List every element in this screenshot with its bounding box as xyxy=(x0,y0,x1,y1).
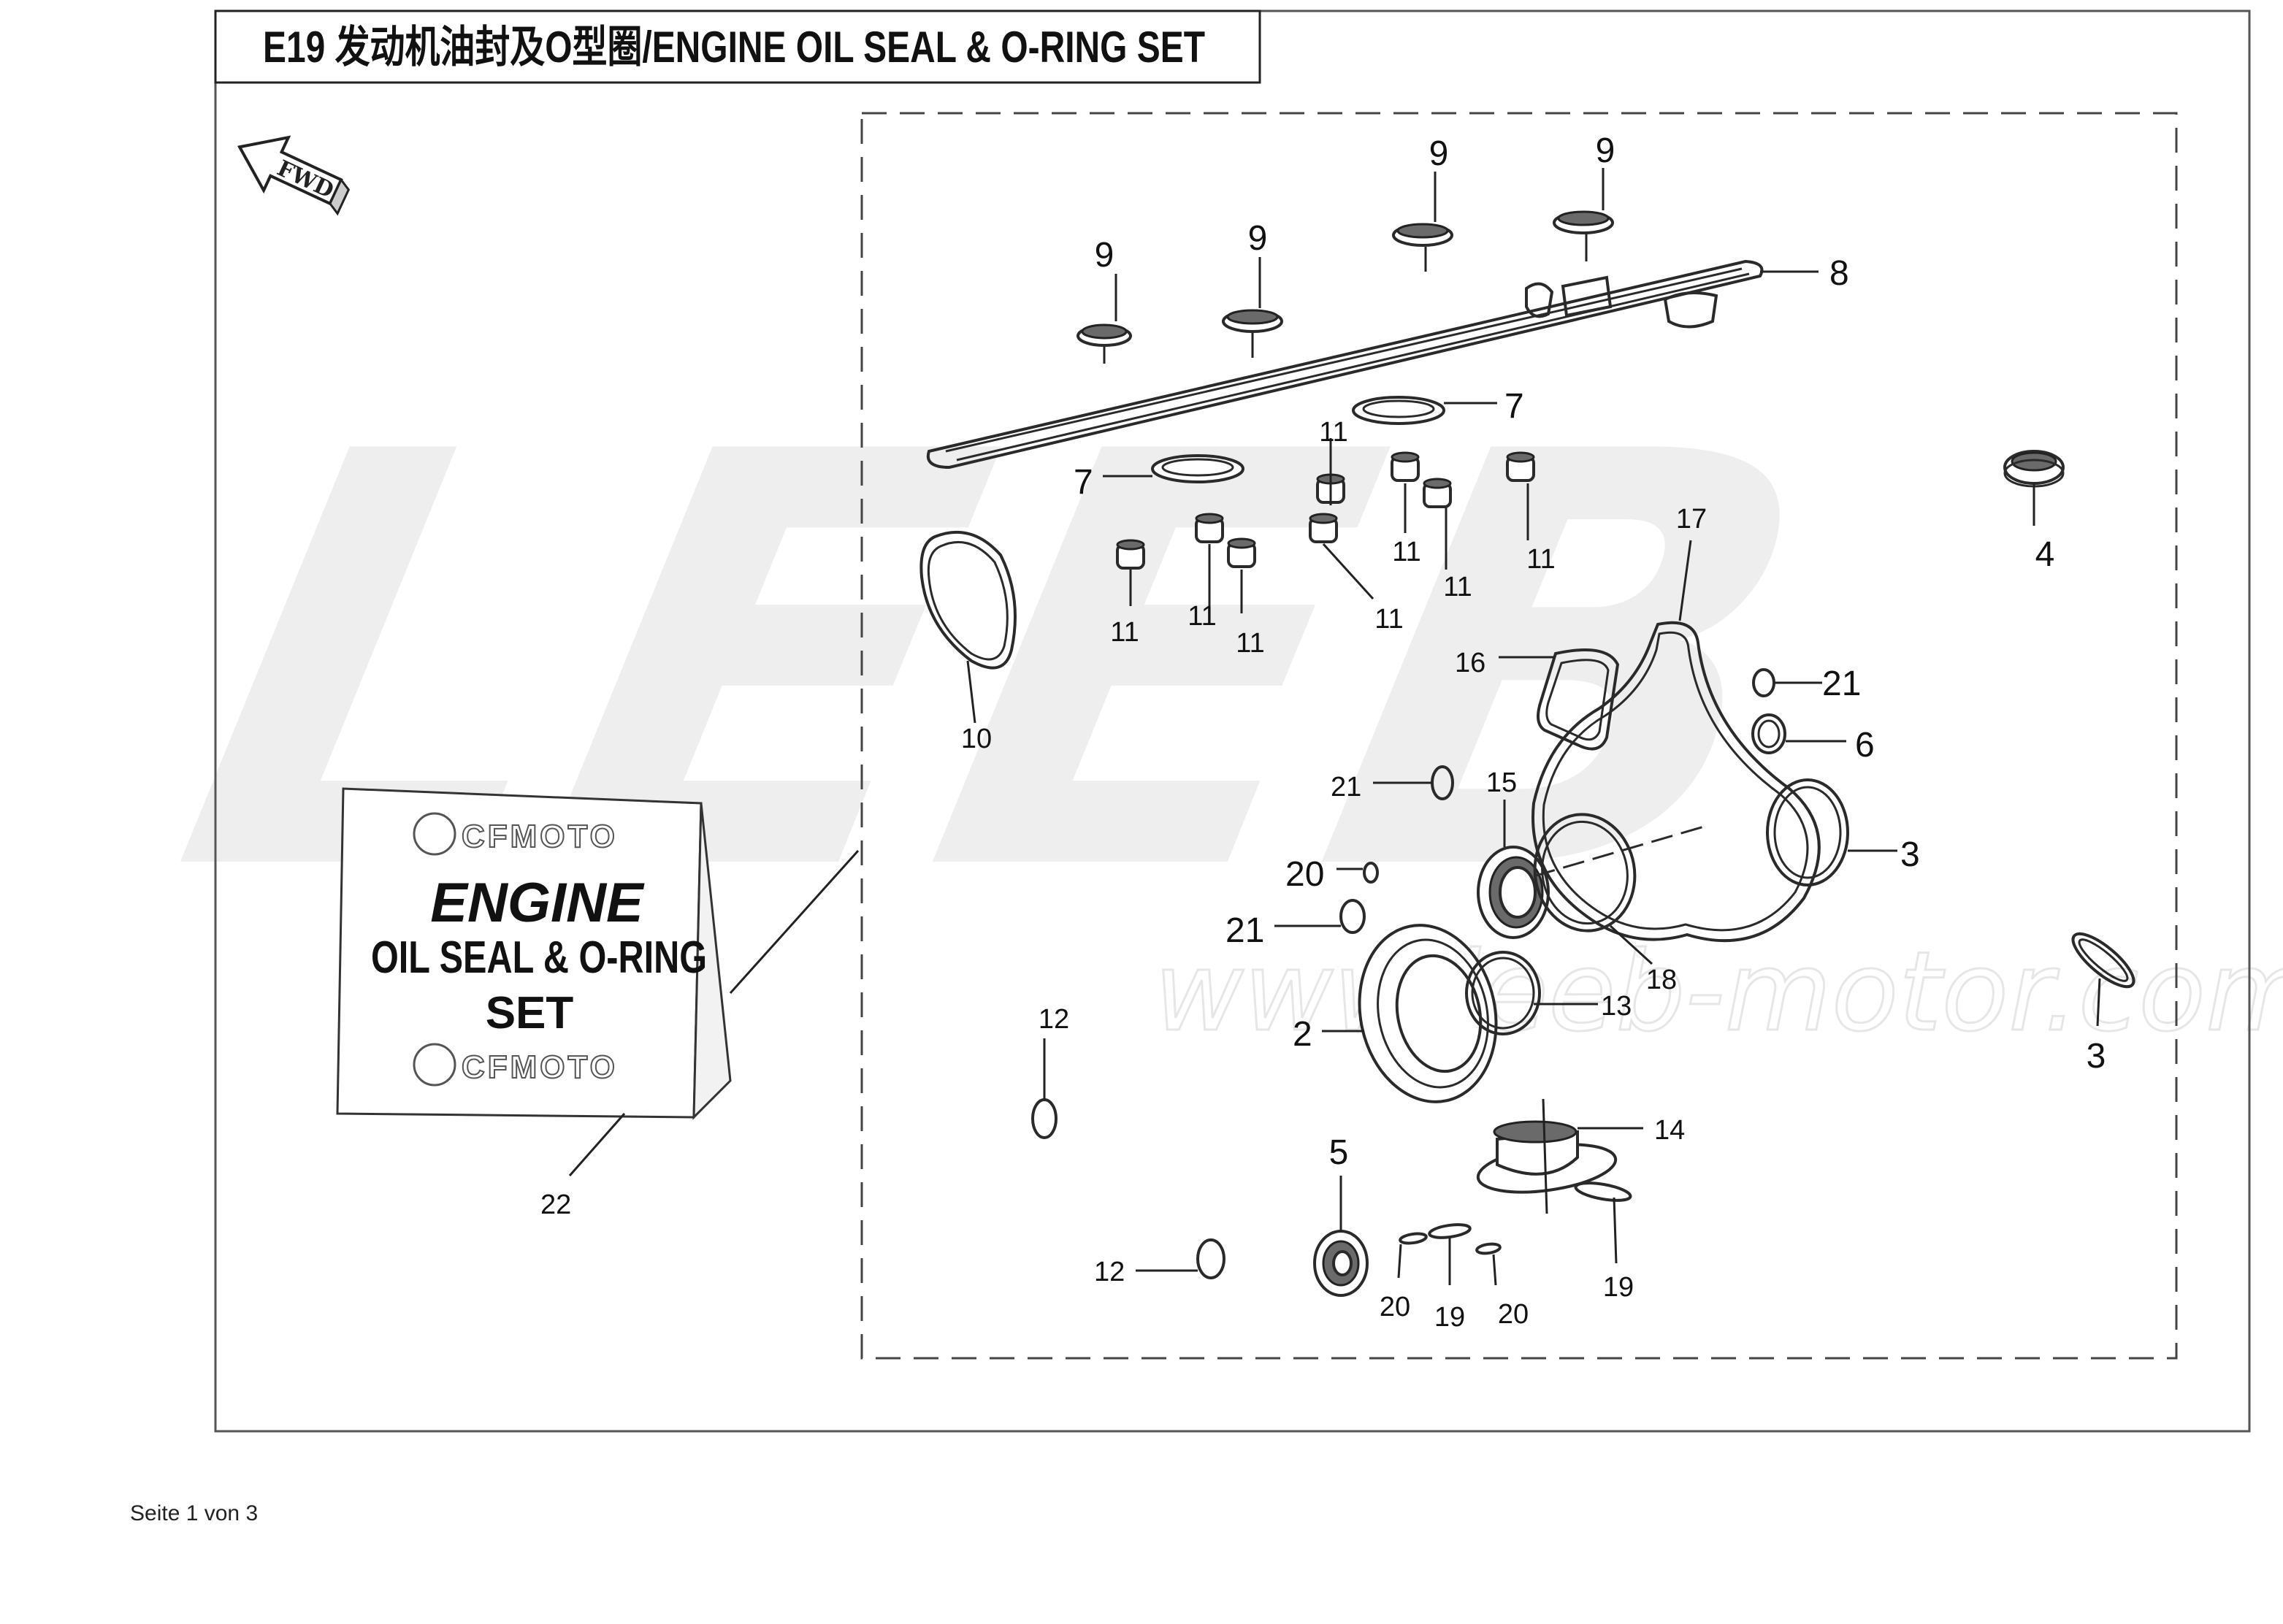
callout-8: 8 xyxy=(1829,254,1849,293)
callout-11-a: 11 xyxy=(1110,617,1139,648)
callout-9-d: 9 xyxy=(1596,131,1615,170)
callout-22: 22 xyxy=(540,1190,571,1220)
part-2-crank-seal xyxy=(1358,924,1498,1103)
callout-9-c: 9 xyxy=(1429,134,1449,173)
part-6-o-ring-inner xyxy=(1757,719,1781,748)
callout-10: 10 xyxy=(961,724,992,754)
part-11-stem-seals xyxy=(1116,438,1535,613)
callout-7-b: 7 xyxy=(1074,463,1093,502)
callout-5: 5 xyxy=(1329,1133,1349,1172)
leader-22 xyxy=(568,1113,626,1176)
part-19-ring-a xyxy=(1574,1181,1632,1202)
callout-17: 17 xyxy=(1676,504,1707,535)
fwd-arrow-icon: FWD xyxy=(237,135,351,216)
part-17-cover-gasket xyxy=(1531,621,1821,943)
part-3-o-ring-b xyxy=(2071,932,2135,989)
part-9-seal-d xyxy=(1553,168,1614,261)
title-box xyxy=(214,9,1261,84)
part-16-gasket xyxy=(1537,648,1620,751)
leader-10 xyxy=(966,660,976,724)
leader-20-b xyxy=(1397,1244,1402,1279)
callout-3-b: 3 xyxy=(2087,1037,2106,1076)
callout-9-b: 9 xyxy=(1248,219,1268,258)
part-21-o-ring-b xyxy=(1431,765,1454,800)
callout-19-b: 19 xyxy=(1434,1302,1465,1333)
part-20-ring-b xyxy=(1399,1232,1428,1245)
callout-20-c: 20 xyxy=(1498,1299,1529,1330)
callout-11-h: 11 xyxy=(1526,544,1555,575)
kit-line-1: OIL SEAL & O-RING xyxy=(371,932,707,983)
title-block: E19 发动机油封及O型圈/ENGINE OIL SEAL & O-RING S… xyxy=(214,9,1261,84)
callout-16: 16 xyxy=(1455,648,1485,678)
callout-7-a: 7 xyxy=(1504,387,1524,426)
callout-11-g: 11 xyxy=(1443,572,1472,602)
part-7-seal-b xyxy=(1151,454,1244,483)
callout-11-b: 11 xyxy=(1188,601,1216,632)
part-19-ring-b xyxy=(1428,1223,1472,1239)
callout-4: 4 xyxy=(2035,535,2055,574)
callout-11-d: 11 xyxy=(1319,417,1347,448)
part-9-seal-b xyxy=(1222,257,1283,358)
part-20-ring-c xyxy=(1475,1242,1502,1255)
kit-brand-top: CFMOTO xyxy=(462,819,618,854)
callout-2: 2 xyxy=(1293,1015,1312,1054)
part-14-seal xyxy=(1476,1098,1618,1214)
part-3-o-ring-a xyxy=(1766,778,1849,886)
kit-line-2: SET xyxy=(486,988,574,1038)
callout-12-b: 12 xyxy=(1094,1257,1125,1287)
callout-15: 15 xyxy=(1486,767,1517,798)
callout-20-a: 20 xyxy=(1285,855,1324,894)
part-4-seal xyxy=(2003,450,2065,488)
part-20-ring-a xyxy=(1363,862,1379,884)
kit-heading: ENGINE xyxy=(430,872,645,934)
watermark-url: www.leeb-motor.com xyxy=(1154,929,2283,1056)
callout-21-a: 21 xyxy=(1822,664,1861,703)
callout-20-b: 20 xyxy=(1380,1292,1410,1322)
callout-11-e: 11 xyxy=(1374,604,1403,635)
cfmoto-logo-bottom: CFMOTO xyxy=(413,1043,618,1087)
kit-brand-bottom: CFMOTO xyxy=(462,1049,618,1085)
part-5-oil-seal xyxy=(1313,1230,1369,1297)
part-7-seal-a xyxy=(1352,396,1445,425)
diagram-title: E19 发动机油封及O型圈/ENGINE OIL SEAL & O-RING S… xyxy=(263,23,1205,72)
part-12-o-ring-a xyxy=(1031,1098,1058,1139)
callout-14: 14 xyxy=(1654,1115,1685,1146)
page-footer: Seite 1 von 3 xyxy=(130,1501,258,1525)
callout-3-a: 3 xyxy=(1900,835,1920,874)
part-8-cover-gasket xyxy=(926,259,1764,470)
callout-18: 18 xyxy=(1646,965,1677,995)
leader-3-b xyxy=(2096,978,2101,1027)
part-21-o-ring-a xyxy=(1752,668,1775,697)
callout-9-a: 9 xyxy=(1095,236,1114,275)
callout-19-a: 19 xyxy=(1603,1272,1634,1303)
part-9-seal-c xyxy=(1392,172,1453,272)
kit-to-boundary-leader xyxy=(729,849,860,995)
part-18-o-ring xyxy=(1533,813,1637,932)
leader-17 xyxy=(1678,540,1692,621)
leader-18 xyxy=(1609,924,1653,965)
kit-boundary xyxy=(860,112,2178,1360)
part-10-o-ring xyxy=(919,530,1017,670)
callout-11-f: 11 xyxy=(1392,537,1420,567)
part-6-o-ring xyxy=(1751,713,1786,754)
part-13-o-ring xyxy=(1465,951,1541,1035)
callout-11-c: 11 xyxy=(1236,628,1264,659)
callout-21-b: 21 xyxy=(1331,772,1361,803)
callout-12-a: 12 xyxy=(1039,1004,1069,1035)
callout-13: 13 xyxy=(1601,991,1632,1022)
callout-6: 6 xyxy=(1855,726,1875,765)
part-21-o-ring-c xyxy=(1339,899,1366,934)
cfmoto-logo-top: CFMOTO xyxy=(413,812,618,856)
part-15-oil-seal xyxy=(1477,800,1710,939)
part-9-seal-a xyxy=(1077,274,1132,364)
leader-19-a xyxy=(1613,1197,1618,1264)
callout-21-c: 21 xyxy=(1225,911,1264,950)
leader-20-c xyxy=(1492,1254,1497,1286)
kit-box: CFMOTO ENGINE OIL SEAL & O-RING SET CFMO… xyxy=(336,787,732,1120)
part-12-o-ring-b xyxy=(1196,1238,1225,1279)
